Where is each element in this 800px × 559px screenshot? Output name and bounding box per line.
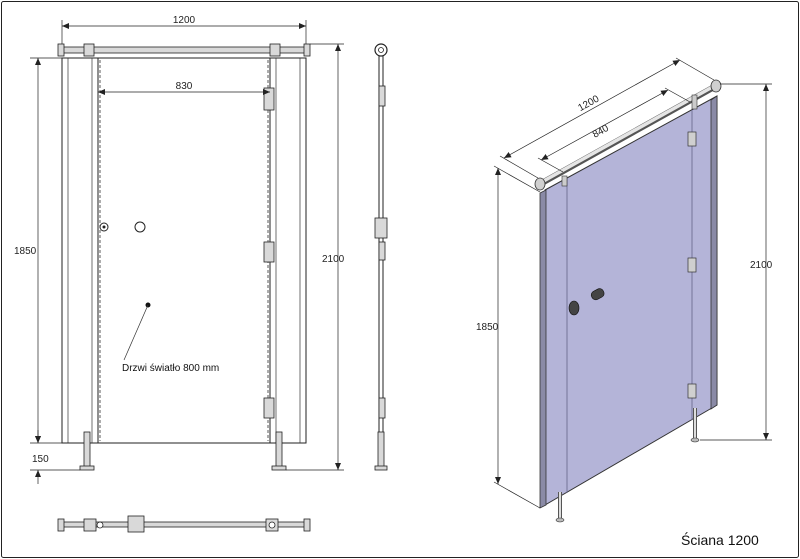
front-view: 1200 830 1850 150 2100 Drzwi światło 800…: [14, 15, 345, 484]
top-view-bracket-left: [83, 518, 97, 532]
dim-iso-panel-height: 1850: [476, 322, 499, 333]
iso-right-edge: [710, 95, 718, 410]
front-hinge-middle: [263, 241, 275, 263]
front-hinge-top: [263, 87, 275, 111]
iso-hinge-bottom: [687, 383, 697, 399]
front-rail-bracket-right: [269, 43, 281, 57]
iso-panel: [544, 95, 718, 506]
iso-knob: [590, 288, 605, 301]
drawing-title: Ściana 1200: [681, 531, 759, 548]
top-view: [57, 515, 311, 533]
top-view-end-right: [303, 518, 311, 532]
iso-lock: [568, 300, 580, 316]
front-hinge-bottom: [263, 397, 275, 419]
top-view-lock: [127, 515, 145, 533]
top-view-end-left: [57, 518, 65, 532]
side-hinge-middle: [378, 241, 386, 261]
dim-front-width: 1200: [173, 15, 196, 26]
side-foot: [374, 465, 388, 471]
front-rail-bracket-left: [83, 43, 95, 57]
iso-hinge-top: [687, 131, 697, 147]
front-foot-left: [79, 465, 95, 471]
dim-panel-height: 1850: [14, 246, 37, 257]
door-label: Drzwi światło 800 mm: [122, 363, 219, 374]
label-leader: [123, 304, 149, 361]
front-knob: [134, 221, 146, 233]
side-lock: [374, 217, 388, 239]
front-rail-end-right: [303, 43, 311, 57]
front-leg-left: [83, 431, 91, 469]
iso-view: 1200 840 1850 2100: [476, 57, 773, 523]
front-right-panel: [269, 57, 307, 444]
front-leg-right: [275, 431, 283, 469]
dim-total-height: 2100: [322, 254, 345, 265]
dim-iso-total-height: 2100: [750, 260, 773, 271]
front-left-panel: [61, 57, 99, 444]
front-rail-end-left: [57, 43, 65, 57]
side-hinge-top: [378, 85, 386, 107]
dim-line-iso-door-width: [540, 89, 669, 161]
iso-hinge-middle: [687, 257, 697, 273]
dim-foot-height: 150: [32, 454, 49, 465]
dim-iso-door-width: 840: [591, 123, 611, 141]
dim-door-width: 830: [176, 81, 193, 92]
front-foot-right: [271, 465, 287, 471]
side-hinge-bottom: [378, 397, 386, 419]
front-door: [97, 57, 271, 444]
iso-left-edge: [539, 189, 547, 509]
side-leg: [377, 431, 385, 469]
side-view: [374, 43, 388, 471]
